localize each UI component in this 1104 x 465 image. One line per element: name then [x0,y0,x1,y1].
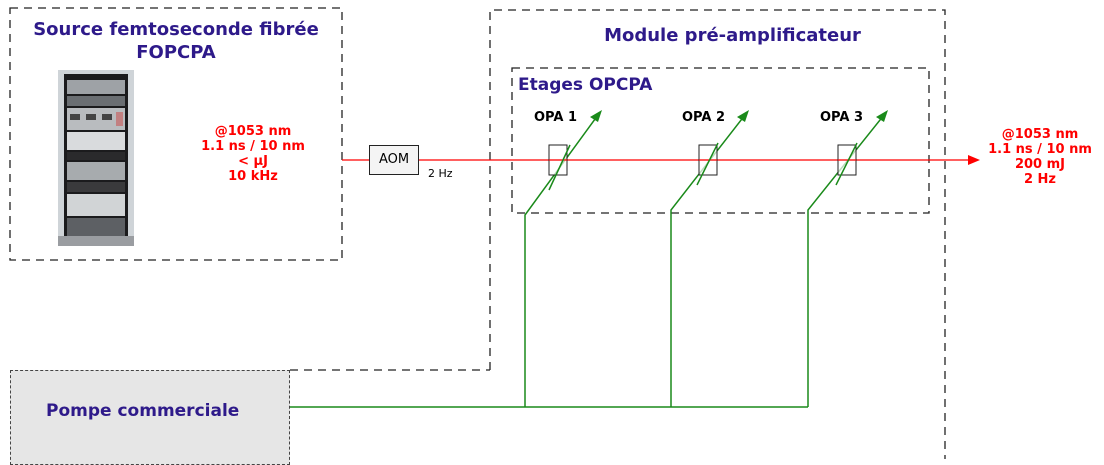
source-spec-duration: 1.1 ns / 10 nm [188,139,318,154]
opa3-label: OPA 3 [820,110,863,125]
source-spec-energy: < µJ [188,154,318,169]
output-spec-wavelength: @1053 nm [980,127,1100,142]
source-specs: @1053 nm 1.1 ns / 10 nm < µJ 10 kHz [188,124,318,184]
output-arrow [968,155,980,165]
output-spec-energy: 200 mJ [980,157,1100,172]
stages-title: Etages OPCPA [518,75,652,95]
source-spec-rate: 10 kHz [188,169,318,184]
aom-box: AOM [369,145,419,175]
module-title: Module pré-amplificateur [560,24,905,47]
laser-rack-photo [58,70,134,246]
source-title-line2: FOPCPA [20,41,332,64]
output-spec-rate: 2 Hz [980,172,1100,187]
output-spec-duration: 1.1 ns / 10 nm [980,142,1100,157]
output-specs: @1053 nm 1.1 ns / 10 nm 200 mJ 2 Hz [980,127,1100,187]
source-spec-wavelength: @1053 nm [188,124,318,139]
aom-label: AOM [379,152,409,167]
aom-rate: 2 Hz [428,167,453,180]
opa2-label: OPA 2 [682,110,725,125]
source-title: Source femtoseconde fibrée FOPCPA [20,18,332,64]
pump-label: Pompe commerciale [46,401,239,421]
opa1-label: OPA 1 [534,110,577,125]
source-title-line1: Source femtoseconde fibrée [20,18,332,41]
